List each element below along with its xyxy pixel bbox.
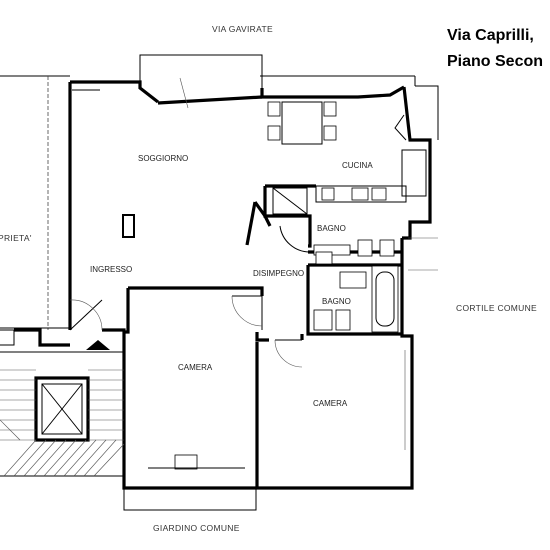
bedroom-doors xyxy=(231,295,303,368)
room-label-bedroom2: CAMERA xyxy=(313,399,348,408)
street-label-bottom: GIARDINO COMUNE xyxy=(153,523,240,533)
elevator-shaft xyxy=(34,376,90,442)
street-label-top: VIA GAVIRATE xyxy=(212,24,273,34)
room-label-entrance: INGRESSO xyxy=(90,265,132,274)
entrance-door xyxy=(69,299,103,331)
room-label-bedroom1: CAMERA xyxy=(178,363,213,372)
bath2-fixtures xyxy=(313,265,399,333)
balcony-bottom xyxy=(123,470,257,511)
interior-walls xyxy=(124,184,402,488)
title-line-2: Piano Secon xyxy=(447,53,543,70)
neighbour-building xyxy=(0,75,70,330)
title-line-1: Via Caprilli, xyxy=(447,27,534,44)
right-windows xyxy=(404,237,438,450)
entrance-arrow-icon xyxy=(86,340,110,350)
balcony-top xyxy=(139,54,416,88)
kitchen-counter xyxy=(315,185,407,203)
balcony-right xyxy=(415,85,439,140)
street-label-right: CORTILE COMUNE xyxy=(456,303,537,313)
room-label-bath1: BAGNO xyxy=(317,224,346,233)
bottom-windows xyxy=(148,454,245,470)
street-label-left: PRIETA' xyxy=(0,233,32,243)
bath1-fixtures xyxy=(272,187,395,265)
column xyxy=(122,214,135,238)
kitchen-fixtures xyxy=(267,101,427,203)
room-label-bath2: BAGNO xyxy=(322,297,351,306)
room-label-kitchen: CUCINA xyxy=(342,161,373,170)
dining-table xyxy=(281,101,323,145)
living-room-fixtures xyxy=(72,77,189,238)
room-label-living: SOGGIORNO xyxy=(138,154,188,163)
room-label-hallway: DISIMPEGNO xyxy=(253,269,304,278)
stairwell xyxy=(0,328,126,477)
